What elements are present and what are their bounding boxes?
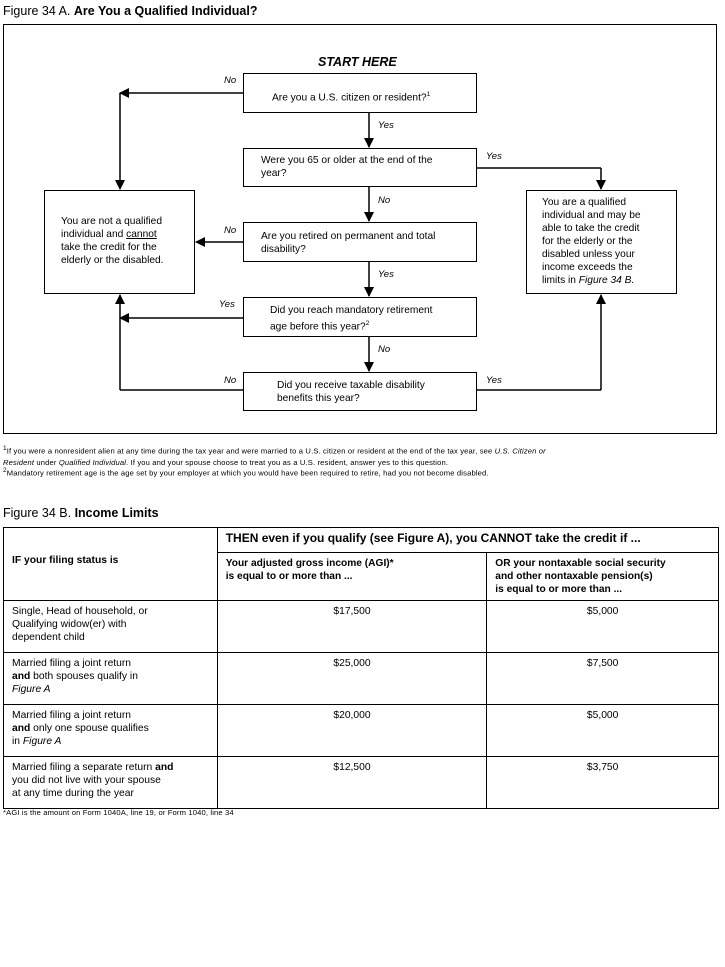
- col-filing-status-header: IF your filing status is: [3, 527, 218, 601]
- col-agi-header: Your adjusted gross income (AGI)*is equa…: [216, 552, 488, 601]
- agi-cell: $25,000: [216, 652, 488, 705]
- pension-cell: $7,500: [486, 652, 719, 705]
- label-no-q4: No: [378, 344, 391, 355]
- label-yes-q5: Yes: [486, 375, 502, 386]
- pension-cell: $3,750: [486, 756, 719, 809]
- qualified-text: You are a qualified individual and may b…: [542, 197, 641, 286]
- label-no-q5: No: [224, 375, 237, 386]
- flowchart-connectors: [115, 88, 606, 391]
- footnote-1: 1If you were a nonresident alien at any …: [3, 445, 546, 467]
- label-no-q1: No: [224, 75, 237, 86]
- agi-footnote: *AGI is the amount on Form 1040A, line 1…: [3, 808, 234, 817]
- table-main-header: THEN even if you qualify (see Figure A),…: [216, 527, 720, 553]
- footnote-2: 2Mandatory retirement age is the age set…: [3, 467, 489, 478]
- label-no-q2: No: [378, 195, 391, 206]
- figure-b-prefix: Figure 34 B.: [3, 506, 72, 520]
- label-yes-q4: Yes: [219, 299, 235, 310]
- figure-b-heading: Income Limits: [74, 506, 159, 520]
- label-yes-q1: Yes: [378, 120, 394, 131]
- figure-b-title: Figure 34 B. Income Limits: [3, 506, 159, 520]
- figure-a-heading: Are You a Qualified Individual?: [73, 4, 258, 18]
- pension-cell: $5,000: [486, 704, 719, 757]
- agi-cell: $20,000: [216, 704, 488, 757]
- question-citizen-text: Are you a U.S. citizen or resident?1: [272, 91, 431, 104]
- start-here-label: START HERE: [318, 55, 397, 69]
- not-qualified-text: You are not a qualified individual and c…: [61, 216, 164, 266]
- question-citizen: Are you a U.S. citizen or resident?1: [243, 73, 477, 113]
- label-yes-q2: Yes: [486, 151, 502, 162]
- label-yes-q3: Yes: [378, 269, 394, 280]
- qualified-box: You are a qualified individual and may b…: [526, 190, 677, 294]
- not-qualified-box: You are not a qualified individual and c…: [44, 190, 195, 294]
- figure-a-title: Figure 34 A. Are You a Qualified Individ…: [3, 4, 257, 18]
- agi-cell: $12,500: [216, 756, 488, 809]
- flowchart-frame: [3, 24, 717, 434]
- table-header-row: IF your filing status is THEN even if yo…: [3, 527, 720, 601]
- label-no-q3: No: [224, 225, 237, 236]
- income-limits-table: IF your filing status is THEN even if yo…: [3, 527, 720, 809]
- figure-a-prefix: Figure 34 A.: [3, 4, 71, 18]
- agi-cell: $17,500: [216, 600, 488, 653]
- pension-cell: $5,000: [486, 600, 719, 653]
